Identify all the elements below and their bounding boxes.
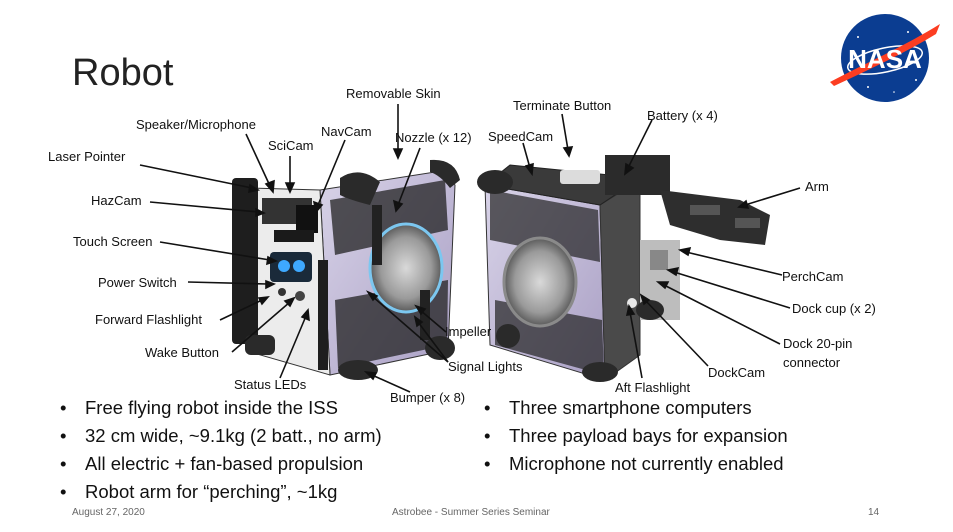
label-nozzle: Nozzle (x 12) [395,130,472,145]
slide-title: Robot [72,52,174,94]
footer-page-number: 14 [868,507,880,518]
label-touch-screen: Touch Screen [73,234,153,249]
bullet-item: All electric + fan-based propulsion [58,450,382,478]
nasa-logo: NASA [830,14,940,102]
label-hazcam: HazCam [91,193,142,208]
label-power-switch: Power Switch [98,275,177,290]
label-dockcam: DockCam [708,365,766,380]
bullet-list-right: Three smartphone computers Three payload… [482,394,788,478]
label-dock-connector-line2: connector [783,355,841,370]
nasa-logo-text: NASA [848,44,922,74]
robot-front-view [232,159,460,380]
label-signal-lights: Signal Lights [448,359,523,374]
label-dock-connector-line1: Dock 20-pin [783,336,853,351]
footer-event: Astrobee - Summer Series Seminar [392,507,550,518]
footer-date: August 27, 2020 [72,507,145,518]
label-speedcam: SpeedCam [488,129,554,144]
label-removable-skin: Removable Skin [346,86,441,101]
label-bumper: Bumper (x 8) [390,390,466,405]
label-wake-button: Wake Button [145,345,219,360]
label-perchcam: PerchCam [782,269,844,284]
label-battery: Battery (x 4) [647,108,718,123]
bullet-item: Three smartphone computers [482,394,788,422]
label-impeller: Impeller [445,324,492,339]
label-forward-flashlight: Forward Flashlight [95,312,202,327]
label-speaker-microphone: Speaker/Microphone [136,117,256,132]
label-status-leds: Status LEDs [234,377,307,392]
bullet-item: Robot arm for “perching”, ~1kg [58,478,382,506]
callout-leaders [139,104,801,393]
label-terminate-button: Terminate Button [513,98,612,113]
label-navcam: NavCam [321,124,372,139]
label-dock-cup: Dock cup (x 2) [792,301,876,316]
bullet-item: Microphone not currently enabled [482,450,788,478]
bullet-list-left: Free flying robot inside the ISS 32 cm w… [58,394,382,506]
bullet-item: Free flying robot inside the ISS [58,394,382,422]
robot-rear-view [477,155,770,382]
label-laser-pointer: Laser Pointer [48,149,126,164]
bullet-item: Three payload bays for expansion [482,422,788,450]
label-aft-flashlight: Aft Flashlight [615,380,691,395]
label-arm: Arm [805,179,829,194]
label-scicam: SciCam [268,138,314,153]
bullet-item: 32 cm wide, ~9.1kg (2 batt., no arm) [58,422,382,450]
